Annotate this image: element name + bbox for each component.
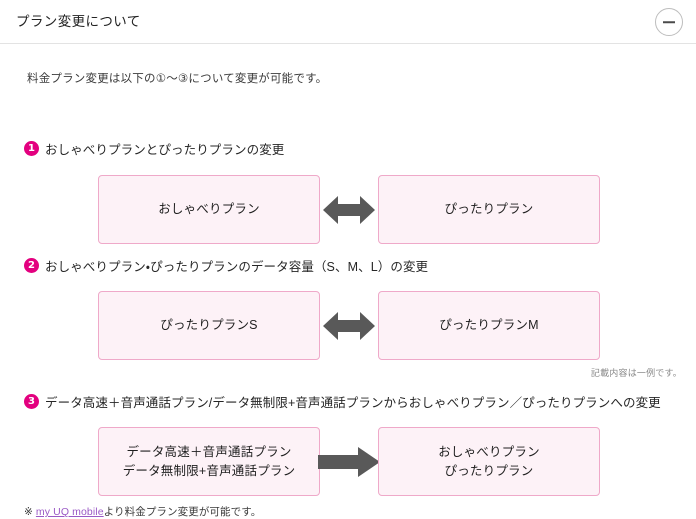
section-heading-1: 1 おしゃべりプランとぴったりプランの変更	[24, 139, 284, 158]
intro-text: 料金プラン変更は以下の①〜③について変更が可能です。	[27, 73, 328, 85]
section-heading-3: 3 データ高速＋音声通話プラン/データ無制限+音声通話プランからおしゃべりプラン…	[24, 392, 661, 411]
plan-box-left-1: おしゃべりプラン	[98, 175, 320, 244]
footer-note: ※ my UQ mobileより料金プラン変更が可能です。	[24, 504, 261, 519]
footer-note-suffix: より料金プラン変更が可能です。	[103, 506, 262, 518]
plan-box-right-3-text: おしゃべりプラン ぴったりプラン	[438, 443, 540, 481]
plan-box-right-1-text: ぴったりプラン	[444, 202, 534, 216]
right-arrow-icon-3	[318, 427, 380, 496]
section-heading-label-3: データ高速＋音声通話プラン/データ無制限+音声通話プランからおしゃべりプラン／ぴ…	[45, 396, 661, 410]
plan-box-right-3-line-2: ぴったりプラン	[444, 463, 534, 478]
section-heading-label-1: おしゃべりプランとぴったりプランの変更	[45, 143, 285, 157]
double-arrow-icon-2	[320, 291, 378, 360]
plan-box-left-3-line-1: データ高速＋音声通話プラン	[126, 444, 292, 459]
page-title: プラン変更について	[16, 14, 141, 29]
number-badge-3: 3	[24, 394, 39, 409]
diagram-row-1: おしゃべりプラン ぴったりプラン	[0, 175, 696, 247]
plan-box-left-3-line-2: データ無制限+音声通話プラン	[122, 463, 296, 478]
section-heading-2: 2 おしゃべりプラン・ぴったりプランのデータ容量（S、M、L）の変更	[24, 256, 428, 275]
plan-box-left-2-text: ぴったりプランS	[160, 318, 258, 332]
plan-box-right-3-line-1: おしゃべりプラン	[438, 444, 540, 459]
plan-box-left-3: データ高速＋音声通話プラン データ無制限+音声通話プラン	[98, 427, 320, 496]
plan-box-left-2: ぴったりプランS	[98, 291, 320, 360]
diagram-row-3: データ高速＋音声通話プラン データ無制限+音声通話プラン おしゃべりプラン ぴっ…	[0, 427, 696, 499]
minus-circle-icon[interactable]	[655, 8, 683, 36]
number-badge-2: 2	[24, 258, 39, 273]
my-uq-mobile-link[interactable]: my UQ mobile	[35, 506, 104, 518]
double-arrow-icon-1	[320, 175, 378, 244]
section-heading-label-2: おしゃべりプラン・ぴったりプランのデータ容量（S、M、L）の変更	[45, 260, 429, 274]
plan-box-left-3-text: データ高速＋音声通話プラン データ無制限+音声通話プラン	[123, 443, 296, 481]
plan-box-right-1: ぴったりプラン	[378, 175, 600, 244]
panel-header[interactable]: プラン変更について	[0, 0, 696, 44]
footer-note-prefix: ※	[24, 506, 36, 518]
number-badge-1: 1	[24, 141, 39, 156]
plan-box-right-2: ぴったりプランM	[378, 291, 600, 360]
plan-box-right-2-text: ぴったりプランM	[439, 318, 539, 332]
example-note: 記載内容は一例です。	[590, 368, 682, 378]
diagram-row-2: ぴったりプランS ぴったりプランM	[0, 291, 696, 363]
plan-box-left-1-text: おしゃべりプラン	[158, 202, 260, 216]
plan-box-right-3: おしゃべりプラン ぴったりプラン	[378, 427, 600, 496]
minus-bar	[663, 21, 675, 23]
